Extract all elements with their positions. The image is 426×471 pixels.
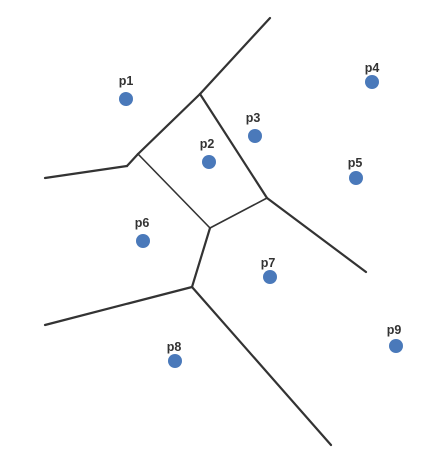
site-dot — [168, 354, 182, 368]
voronoi-edges — [43, 16, 368, 447]
voronoi-edge — [43, 285, 194, 327]
site-p4: p4 — [365, 61, 380, 89]
site-dot — [389, 339, 403, 353]
site-label: p7 — [261, 256, 276, 270]
voronoi-edge — [136, 92, 202, 156]
site-label: p8 — [167, 340, 182, 354]
site-dot — [263, 270, 277, 284]
site-p6: p6 — [135, 216, 150, 248]
site-label: p6 — [135, 216, 150, 230]
site-p7: p7 — [261, 256, 277, 284]
site-label: p2 — [200, 137, 215, 151]
site-p9: p9 — [387, 323, 403, 353]
voronoi-edge — [125, 152, 140, 168]
voronoi-edge — [190, 226, 212, 289]
site-dot — [136, 234, 150, 248]
site-label: p9 — [387, 323, 402, 337]
voronoi-edge — [43, 164, 129, 180]
site-p1: p1 — [119, 74, 134, 106]
voronoi-edge — [198, 16, 272, 96]
voronoi-edge — [137, 153, 211, 229]
site-label: p4 — [365, 61, 380, 75]
site-label: p3 — [246, 111, 261, 125]
voronoi-edge — [265, 196, 368, 274]
site-p3: p3 — [246, 111, 262, 143]
site-dot — [202, 155, 216, 169]
site-dot — [365, 75, 379, 89]
voronoi-edge — [190, 285, 333, 447]
site-label: p5 — [348, 156, 363, 170]
site-dot — [119, 92, 133, 106]
site-p2: p2 — [200, 137, 216, 169]
site-dot — [349, 171, 363, 185]
voronoi-edge — [209, 197, 268, 229]
site-dot — [248, 129, 262, 143]
voronoi-sites: p1 p2 p3 p4 p5 p6 p7 p8 — [119, 61, 403, 368]
site-p5: p5 — [348, 156, 363, 185]
site-label: p1 — [119, 74, 134, 88]
site-p8: p8 — [167, 340, 182, 368]
voronoi-edge — [198, 92, 269, 200]
